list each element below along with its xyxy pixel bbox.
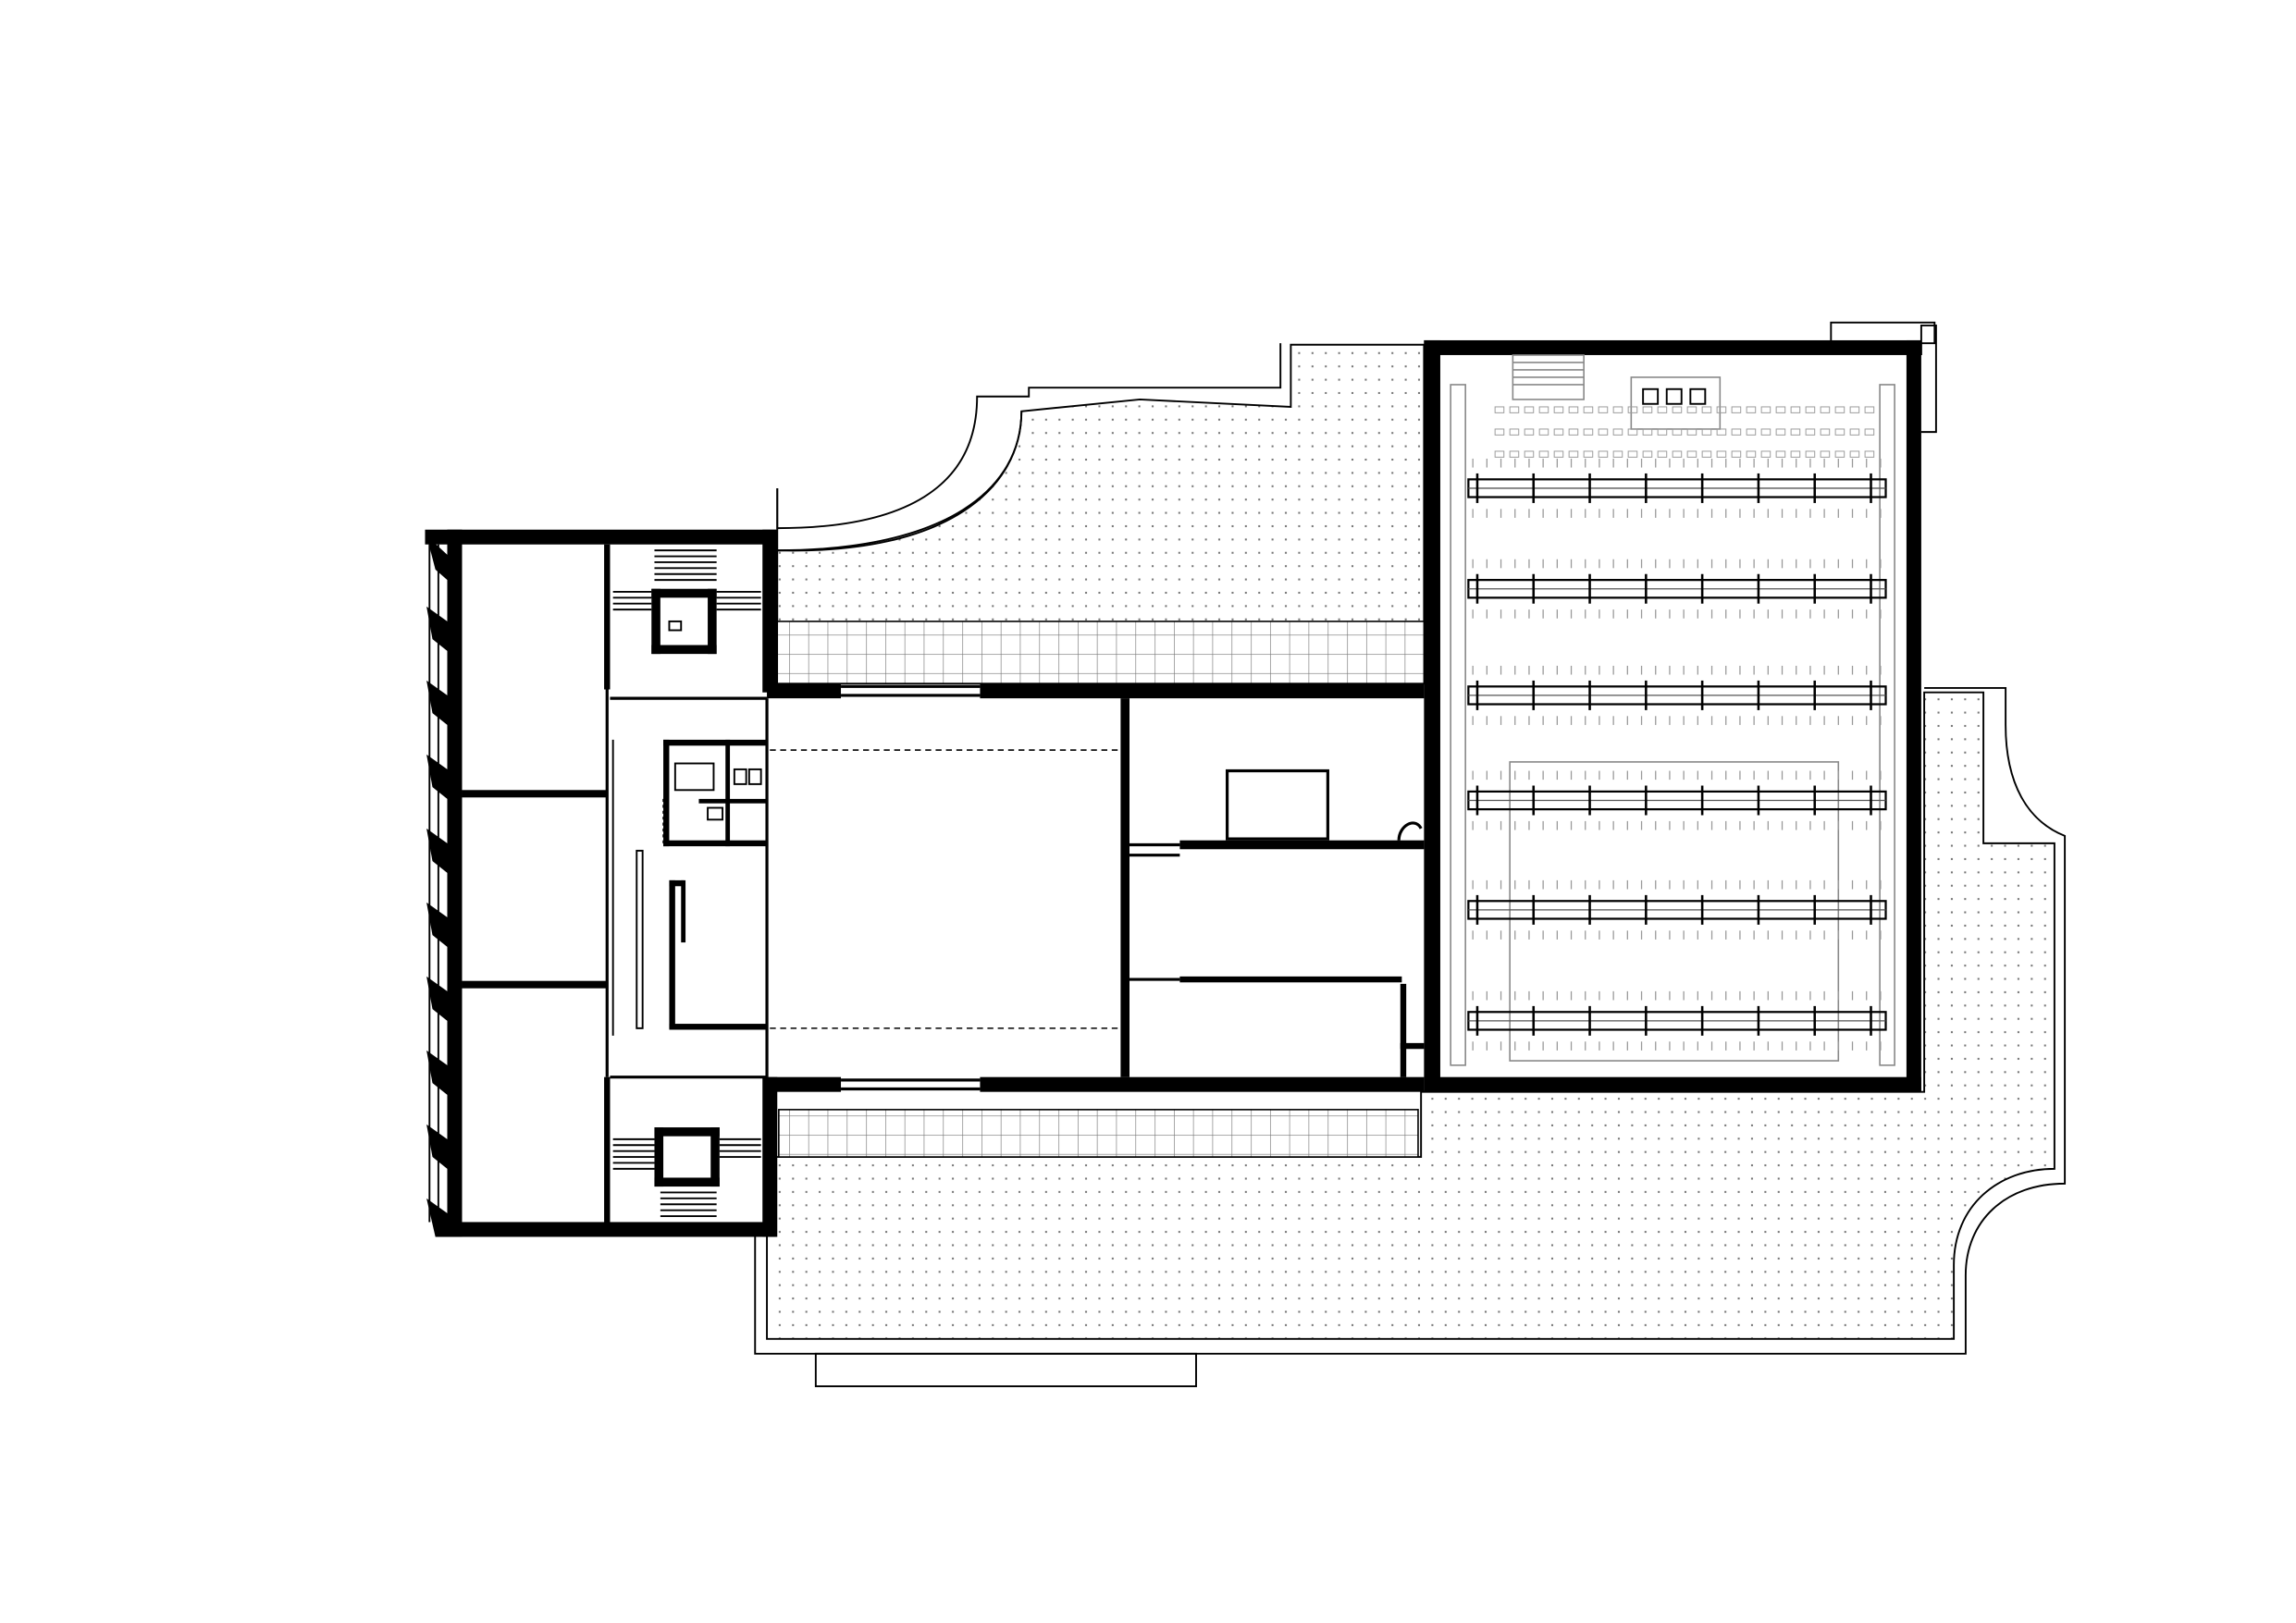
hall-truss-row [1467,458,1887,518]
east-rooms [1129,768,1425,1077]
south-stair-core [612,1076,778,1237]
hall-truss-row [1467,990,1887,1051]
wc-block [636,739,768,1030]
north-stair-core [612,529,778,693]
south-terrace [754,686,2067,1387]
hall-seat-row [1494,428,1875,436]
hall-truss-row [1467,559,1887,619]
hall-truss-row [1467,665,1887,725]
sports-hall [1424,321,1937,1092]
north-terrace [776,343,1426,685]
central-hall [765,683,1425,1092]
hall-truss-row [1467,770,1887,830]
west-wing-rooms [425,529,778,1237]
hall-seat-row [1494,450,1875,458]
hall-seat-row [1494,406,1875,413]
hall-truss-row [1467,879,1887,940]
